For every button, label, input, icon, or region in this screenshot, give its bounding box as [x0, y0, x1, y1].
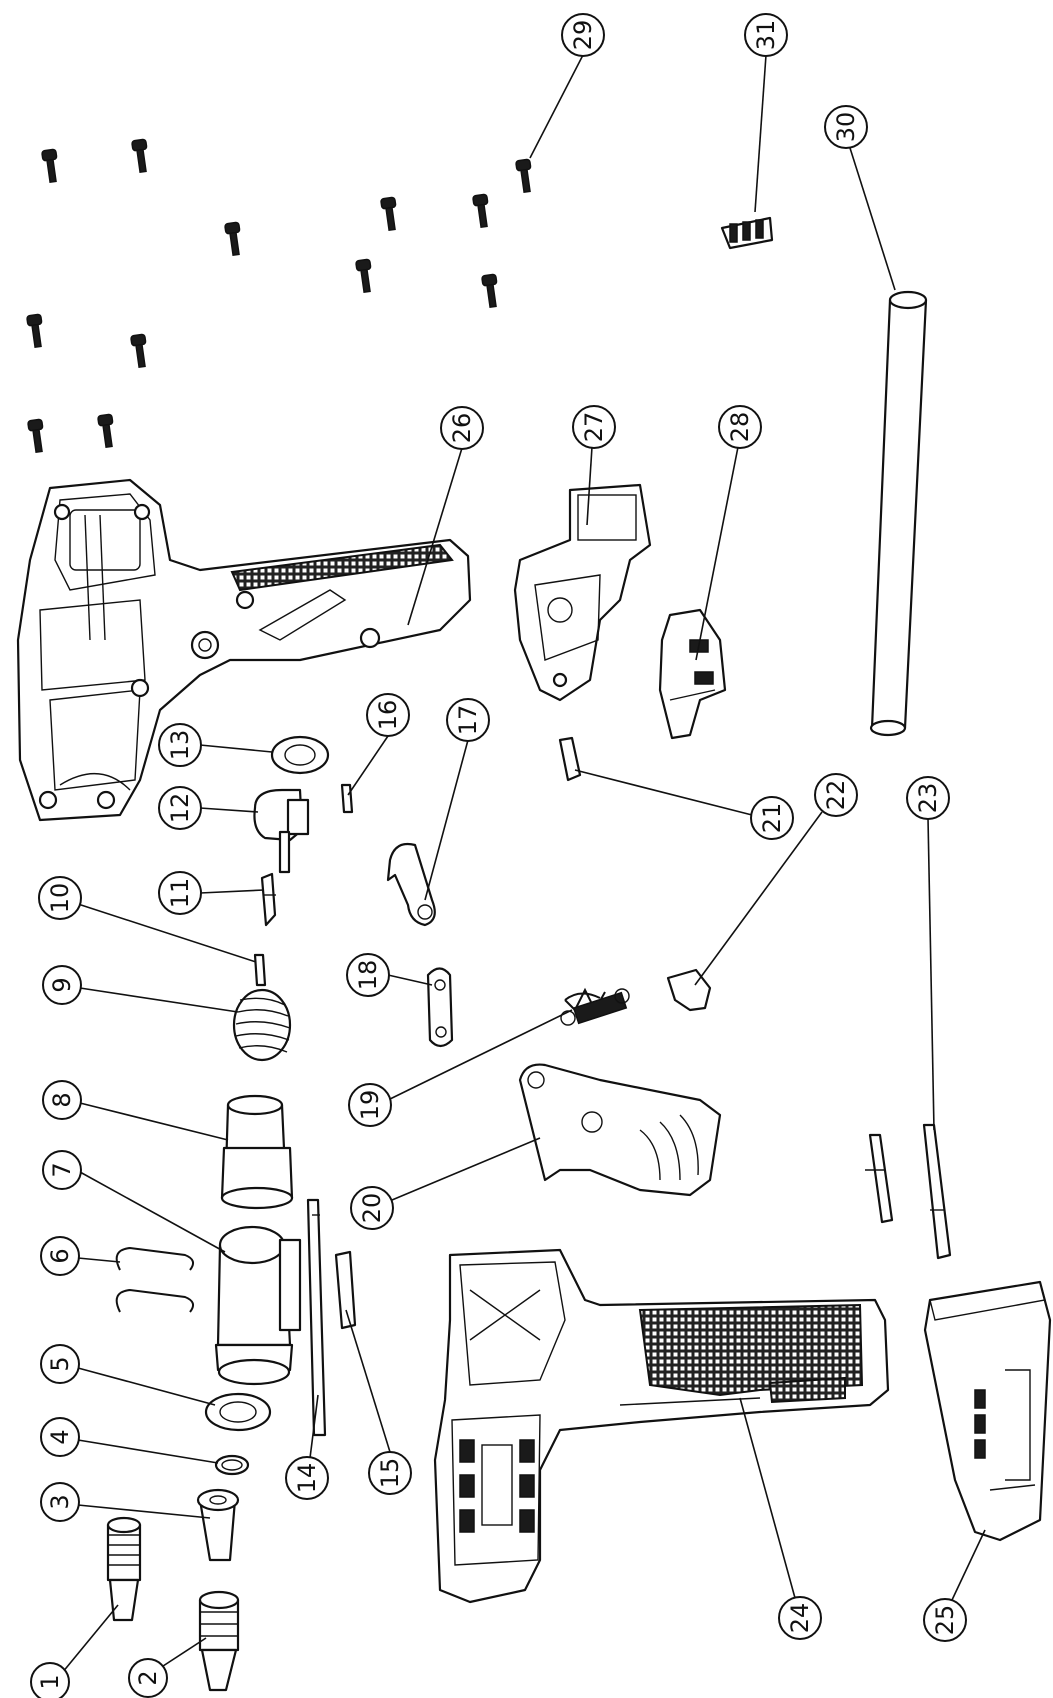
callout-10: 10 — [38, 876, 82, 920]
callout-1: 1 — [30, 1662, 70, 1698]
part-10-pin — [253, 953, 267, 987]
callout-14: 14 — [285, 1456, 329, 1500]
part-6-clips — [115, 1246, 195, 1313]
svg-text:17: 17 — [454, 705, 482, 736]
callout-30: 30 — [824, 105, 868, 149]
svg-text:2: 2 — [134, 1670, 162, 1685]
part-25-battery-pack — [923, 1280, 1052, 1542]
callout-19: 19 — [348, 1083, 392, 1127]
part-27-motor-bracket — [513, 483, 652, 702]
svg-text:1: 1 — [36, 1674, 64, 1689]
part-4-o-ring — [214, 1454, 250, 1476]
svg-text:26: 26 — [448, 413, 476, 444]
svg-text:20: 20 — [358, 1193, 386, 1224]
svg-text:27: 27 — [580, 412, 608, 443]
callout-23: 23 — [906, 776, 950, 820]
part-22-button — [666, 968, 712, 1012]
svg-text:5: 5 — [46, 1356, 74, 1371]
callout-7: 7 — [42, 1150, 82, 1190]
part-1-fitting — [106, 1516, 142, 1622]
callout-17: 17 — [446, 698, 490, 742]
part-14-strip — [306, 1198, 327, 1437]
svg-text:8: 8 — [48, 1092, 76, 1107]
callout-8: 8 — [42, 1080, 82, 1120]
callout-13: 13 — [158, 723, 202, 767]
part-12-clamp — [253, 788, 310, 874]
callout-20: 20 — [350, 1186, 394, 1230]
svg-text:10: 10 — [46, 883, 74, 914]
callout-2: 2 — [128, 1658, 168, 1698]
svg-text:16: 16 — [374, 700, 402, 731]
svg-text:3: 3 — [46, 1494, 74, 1509]
svg-text:15: 15 — [376, 1458, 404, 1489]
callout-25: 25 — [923, 1598, 967, 1642]
part-26-housing-half — [16, 478, 472, 822]
callout-28: 28 — [718, 405, 762, 449]
part-17-lever — [386, 842, 436, 927]
part-20-trigger — [518, 1063, 722, 1197]
callout-11: 11 — [158, 871, 202, 915]
part-19-spring — [560, 987, 630, 1026]
svg-text:14: 14 — [293, 1463, 321, 1494]
part-8-sleeve — [220, 1094, 294, 1210]
svg-text:18: 18 — [354, 960, 382, 991]
callout-22: 22 — [814, 773, 858, 817]
svg-text:24: 24 — [786, 1603, 814, 1634]
part-23-plates — [865, 1123, 952, 1260]
callout-5: 5 — [40, 1344, 80, 1384]
leader-lines — [61, 54, 986, 1674]
callout-26: 26 — [440, 406, 484, 450]
callout-9: 9 — [42, 965, 82, 1005]
svg-text:4: 4 — [46, 1429, 74, 1444]
part-24-main-housing — [433, 1248, 890, 1604]
part-28-switch — [658, 608, 727, 740]
svg-text:29: 29 — [569, 20, 597, 51]
callout-16: 16 — [366, 693, 410, 737]
svg-text:31: 31 — [752, 20, 780, 51]
svg-text:12: 12 — [166, 793, 194, 824]
svg-text:22: 22 — [822, 780, 850, 811]
callout-31: 31 — [744, 13, 788, 57]
svg-text:19: 19 — [356, 1090, 384, 1121]
part-11-clip — [260, 872, 277, 927]
callout-29: 29 — [561, 13, 605, 57]
callout-27: 27 — [572, 405, 616, 449]
svg-text:9: 9 — [48, 977, 76, 992]
svg-text:25: 25 — [931, 1605, 959, 1636]
part-7-cylinder — [214, 1225, 302, 1386]
svg-text:30: 30 — [832, 112, 860, 143]
svg-text:7: 7 — [48, 1162, 76, 1177]
svg-text:13: 13 — [166, 730, 194, 761]
part-13-ring — [270, 735, 330, 775]
part-30-rod — [869, 290, 928, 737]
part-3-cone-nut — [196, 1488, 240, 1562]
callout-3: 3 — [40, 1482, 80, 1522]
svg-text:28: 28 — [726, 412, 754, 443]
part-16-pin — [340, 783, 354, 814]
part-21-latch — [558, 736, 582, 782]
part-2-fitting — [198, 1590, 240, 1692]
svg-text:21: 21 — [758, 803, 786, 834]
part-9-spring — [232, 988, 292, 1062]
callout-4: 4 — [40, 1417, 80, 1457]
part-15-plate — [334, 1250, 357, 1330]
callout-21: 21 — [750, 796, 794, 840]
screw-set — [26, 138, 532, 454]
svg-text:6: 6 — [46, 1248, 74, 1263]
callout-6: 6 — [40, 1236, 80, 1276]
svg-text:11: 11 — [166, 878, 194, 909]
callout-24: 24 — [778, 1596, 822, 1640]
svg-text:23: 23 — [914, 783, 942, 814]
part-18-link — [426, 967, 454, 1048]
part-31-terminal-block — [720, 216, 774, 250]
callout-15: 15 — [368, 1451, 412, 1495]
callout-18: 18 — [346, 953, 390, 997]
callout-12: 12 — [158, 786, 202, 830]
part-5-washer — [204, 1392, 272, 1432]
